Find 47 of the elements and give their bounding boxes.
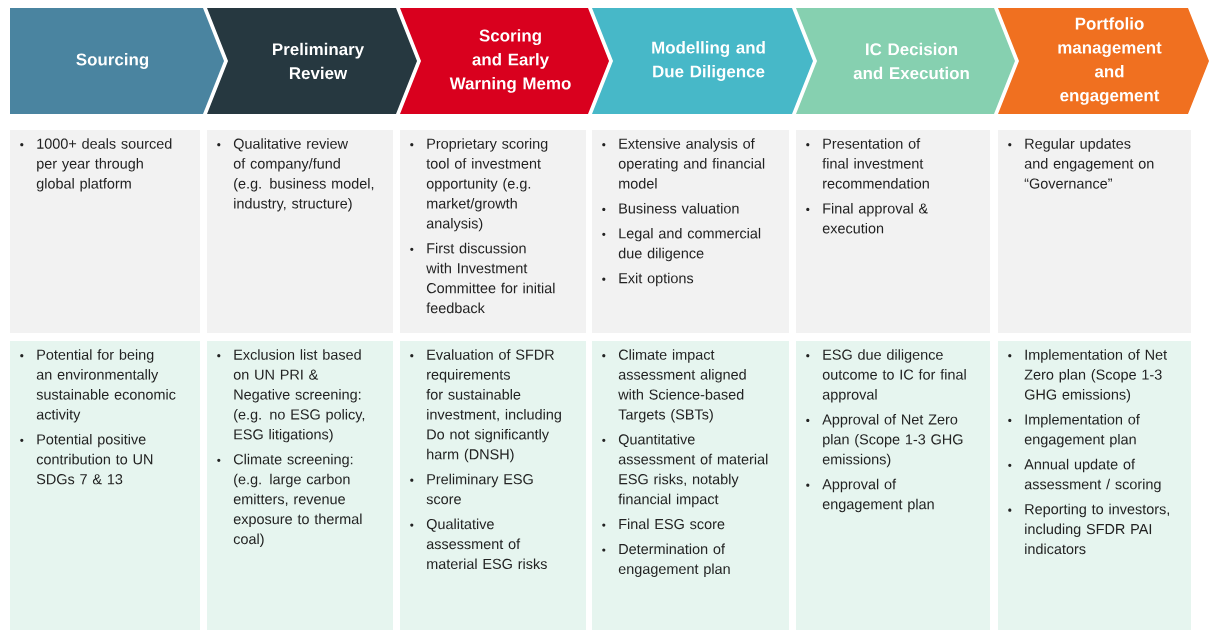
bullet-item: Presentation of final investment recommendation (806, 138, 929, 189)
info-box (400, 130, 586, 333)
bullet-item: Proprietary scoring tool of investment opportunity (e.g. market/growth analysis) (410, 138, 548, 232)
bullet-item: Quantitative assessment of material ESG risks, notably financial impact (602, 433, 768, 508)
bullet-item: Potential for being an environmentally sustainable economic activity (20, 349, 176, 423)
bullet-item: Extensive analysis of operating and financial model (602, 138, 765, 189)
stage-banner: Modelling and Due Diligence (592, 8, 813, 114)
bullet-item: Reporting to investors, including SFDR PAI indicators (1008, 503, 1169, 555)
info-box (207, 130, 393, 333)
bullet-item: Qualitative review of company/fund (e.g. business model, industry, structure) (217, 138, 374, 212)
bullet-item: Exclusion list based on UN PRI & Negative screening: (e.g. no ESG policy, ESG litigations) (217, 349, 365, 443)
bullet-item: 1000+ deals sourced per year through global platform (20, 138, 172, 192)
info-box (998, 341, 1191, 630)
stage-banner: Preliminary Review (207, 8, 417, 114)
bullet-item: Final approval & execution (806, 202, 928, 234)
bullet-item: ESG due diligence outcome to IC for final approval (806, 349, 966, 403)
info-box (10, 130, 200, 333)
bullet-item: Climate impact assessment aligned with Science-based Targets (SBTs) (602, 349, 746, 423)
bullet-item: Legal and commercial due diligence (602, 227, 761, 262)
bullet-item: First discussion with Investment Committee for initial feedback (410, 242, 555, 314)
info-box (796, 341, 990, 630)
stage-banner: Scoring and Early Warning Memo (400, 8, 609, 114)
bullet-item: Regular updates and engagement on “Governance” (1008, 138, 1154, 189)
bullet-item: Exit options (602, 272, 694, 287)
info-box (592, 130, 789, 333)
bullet-item: Qualitative assessment of material ESG risks (410, 518, 547, 570)
info-box (400, 341, 586, 630)
info-box (592, 341, 789, 630)
bullet-item: Implementation of Net Zero plan (Scope 1-3 GHG emissions) (1008, 349, 1167, 403)
bullet-item: Preliminary ESG score (410, 473, 533, 505)
info-box (998, 130, 1191, 333)
stage-banner: Portfolio management and engagement (998, 8, 1209, 114)
bullet-item: Annual update of assessment / scoring (1008, 458, 1161, 493)
bullet-item: Approval of engagement plan (806, 478, 934, 513)
stage-banner: IC Decision and Execution (796, 8, 1015, 114)
bullet-item: Business valuation (602, 202, 739, 214)
stage-banner: Sourcing (10, 8, 224, 114)
info-box (10, 341, 200, 630)
info-box (207, 341, 393, 630)
bullet-item: Evaluation of SFDR requirements for sustainable investment, including Do not significantly harm (DNSH) (410, 349, 561, 463)
bullet-item: Implementation of engagement plan (1008, 413, 1140, 448)
bullet-item: Approval of Net Zero plan (Scope 1-3 GHG emissions) (806, 413, 963, 468)
info-box (796, 130, 990, 333)
bullet-item: Climate screening: (e.g. large carbon emitters, revenue exposure to thermal coal) (217, 453, 362, 547)
bullet-item: Determination of engagement plan (602, 543, 730, 577)
bullet-item: Final ESG score (602, 518, 725, 530)
bullet-item: Potential positive contribution to UN SDGs 7 & 13 (20, 433, 153, 485)
